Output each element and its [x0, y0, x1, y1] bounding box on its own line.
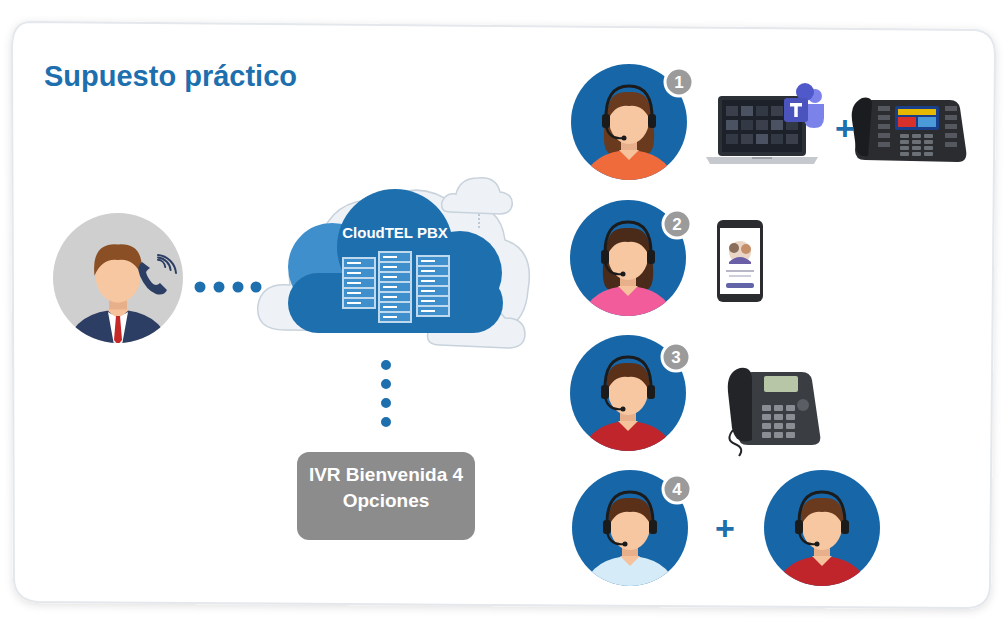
desk-phone-color [852, 98, 967, 162]
caller-dots [195, 282, 262, 293]
dotted-connector [381, 365, 391, 430]
back-clouds [258, 178, 530, 348]
panel-background [12, 22, 995, 608]
plus-sign: + [715, 511, 735, 545]
cloud-server: CloudTEL PBX [270, 185, 520, 335]
teams-logo [784, 83, 824, 128]
caller-avatar [53, 213, 183, 356]
plus-sign: + [835, 111, 855, 145]
mobile-phone [717, 220, 763, 302]
callout-number: 2 [672, 216, 681, 233]
cloud-label: CloudTEL PBX [280, 223, 510, 243]
desk-phone [728, 368, 821, 456]
diagram-title: Supuesto práctico [44, 60, 297, 93]
agent-avatars [570, 64, 880, 598]
callout-number: 3 [671, 349, 680, 366]
cloud-shape [270, 185, 520, 335]
ivr-box: IVR Bienvenida 4 Opciones [297, 452, 475, 540]
laptop-icon [706, 96, 818, 164]
cloud-link-line [479, 214, 480, 230]
callout-number: 1 [674, 74, 683, 91]
ivr-label: IVR Bienvenida 4 Opciones [305, 462, 467, 513]
callout-number: 4 [672, 481, 681, 498]
